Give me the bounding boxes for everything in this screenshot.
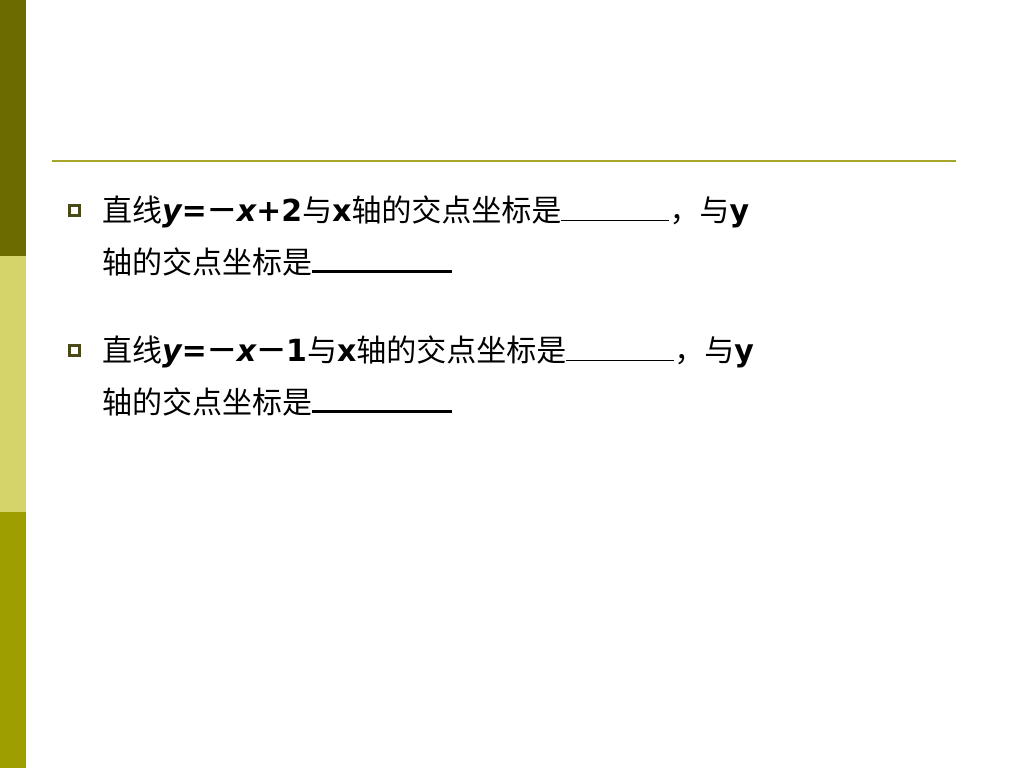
- question-text: 轴的交点坐标是: [356, 334, 567, 369]
- y-axis-letter: y: [734, 334, 754, 369]
- question-1-line-1: 直线y=－x+2与x轴的交点坐标是，与y: [102, 186, 962, 238]
- question-text: 直线: [102, 334, 162, 369]
- equation-constant: －1: [256, 334, 307, 369]
- variable-y: y: [162, 334, 182, 369]
- y-axis-letter: y: [729, 194, 749, 229]
- answer-blank-y-intercept[interactable]: [312, 380, 452, 413]
- equals-minus: =－: [181, 334, 237, 369]
- x-axis-letter: x: [336, 334, 357, 369]
- answer-blank-x-intercept[interactable]: [566, 330, 675, 361]
- question-item-2: 直线y=－x－1与x轴的交点坐标是，与y 轴的交点坐标是: [62, 326, 962, 430]
- question-text: 轴的交点坐标是: [351, 194, 562, 229]
- question-text: ，与: [674, 334, 735, 369]
- title-divider-line: [52, 160, 956, 162]
- question-1-line-2: 轴的交点坐标是: [102, 238, 962, 290]
- question-text: ，与: [669, 194, 730, 229]
- equals-minus: =－: [181, 194, 237, 229]
- slide-content: 直线y=－x+2与x轴的交点坐标是，与y 轴的交点坐标是 直线y=－x－1与x轴…: [62, 186, 962, 466]
- square-bullet-icon: [68, 204, 81, 217]
- question-2-line-2: 轴的交点坐标是: [102, 378, 962, 430]
- variable-x: x: [236, 334, 257, 369]
- side-bar-segment-top: [0, 0, 26, 256]
- question-2-line-1: 直线y=－x－1与x轴的交点坐标是，与y: [102, 326, 962, 378]
- slide-side-bar: [0, 0, 26, 768]
- question-text: 轴的交点坐标是: [102, 386, 312, 421]
- side-bar-segment-middle: [0, 256, 26, 512]
- answer-blank-y-intercept[interactable]: [312, 240, 452, 273]
- question-text: 与: [306, 334, 337, 369]
- side-bar-segment-bottom: [0, 512, 26, 768]
- variable-x: x: [236, 194, 257, 229]
- square-bullet-icon: [68, 344, 81, 357]
- question-text: 轴的交点坐标是: [102, 246, 312, 281]
- answer-blank-x-intercept[interactable]: [561, 190, 670, 221]
- equation-constant: +2: [256, 194, 303, 229]
- question-text: 与: [302, 194, 333, 229]
- question-text: 直线: [102, 194, 162, 229]
- x-axis-letter: x: [332, 194, 352, 229]
- variable-y: y: [162, 194, 182, 229]
- question-item-1: 直线y=－x+2与x轴的交点坐标是，与y 轴的交点坐标是: [62, 186, 962, 290]
